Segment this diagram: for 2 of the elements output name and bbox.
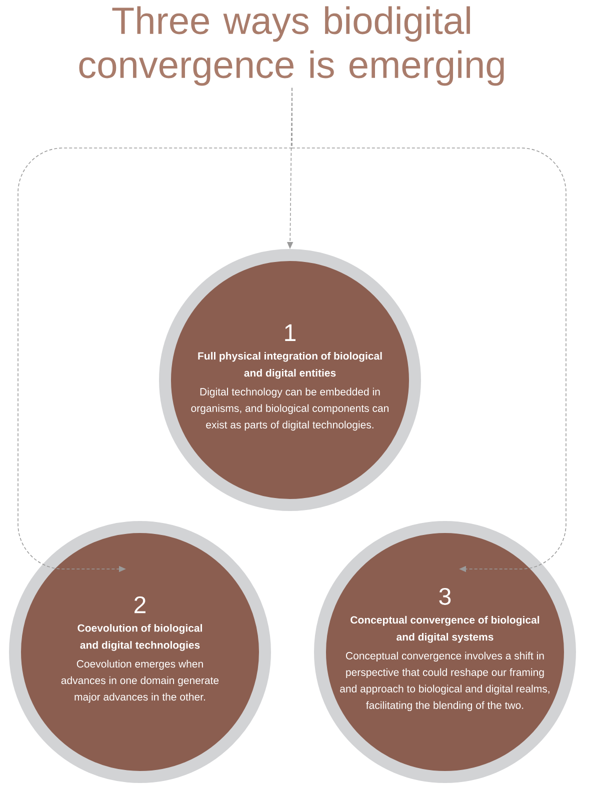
title: Three ways biodigital convergence is emerging [79, 6, 504, 86]
dashed-arrow [292, 88, 566, 572]
